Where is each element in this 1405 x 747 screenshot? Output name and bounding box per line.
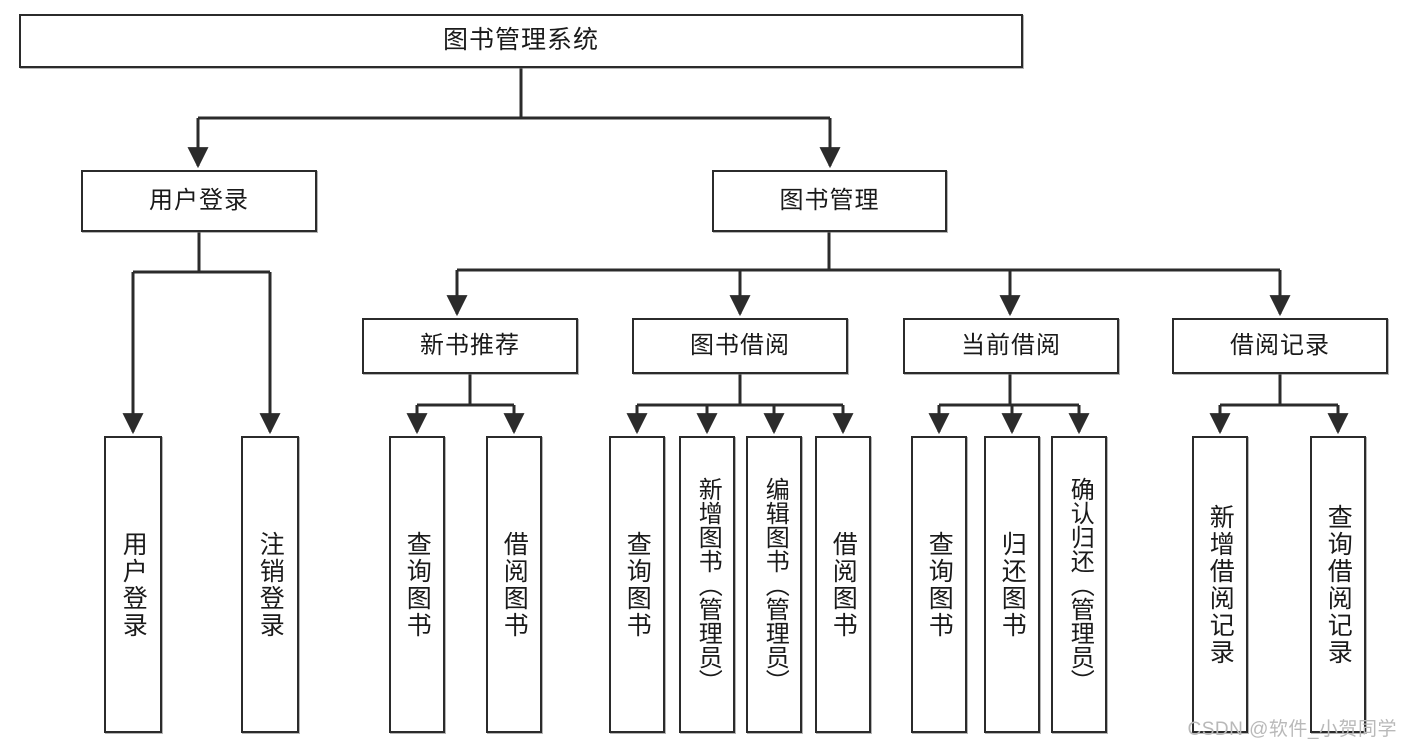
node-leaf-9-label: 查询图书 (925, 530, 954, 639)
node-level2-2[interactable]: 图书管理 (712, 170, 947, 232)
node-level3-3-label: 当前借阅 (961, 331, 1061, 359)
node-leaf-2[interactable]: 注销登录 (241, 436, 299, 733)
node-level2-2-label: 图书管理 (779, 186, 880, 214)
node-leaf-11-label: 确认归还（管理员） (1066, 476, 1094, 693)
node-leaf-10[interactable]: 归还图书 (984, 436, 1040, 733)
node-leaf-8[interactable]: 借阅图书 (815, 436, 871, 733)
node-level3-1-label: 新书推荐 (420, 331, 520, 359)
node-leaf-3[interactable]: 查询图书 (389, 436, 445, 733)
node-leaf-1-label: 用户登录 (119, 530, 148, 639)
node-level3-3[interactable]: 当前借阅 (903, 318, 1119, 374)
node-leaf-5-label: 查询图书 (623, 530, 652, 639)
node-leaf-11[interactable]: 确认归还（管理员） (1051, 436, 1107, 733)
node-leaf-1[interactable]: 用户登录 (104, 436, 162, 733)
node-level3-4[interactable]: 借阅记录 (1172, 318, 1388, 374)
node-leaf-5[interactable]: 查询图书 (609, 436, 665, 733)
node-leaf-8-label: 借阅图书 (829, 530, 858, 639)
node-level2-1[interactable]: 用户登录 (81, 170, 317, 232)
node-level3-2[interactable]: 图书借阅 (632, 318, 848, 374)
node-leaf-10-label: 归还图书 (998, 530, 1027, 639)
node-leaf-6-label: 新增图书（管理员） (694, 476, 722, 693)
node-root[interactable]: 图书管理系统 (19, 14, 1023, 68)
node-leaf-13[interactable]: 查询借阅记录 (1310, 436, 1366, 733)
node-leaf-4[interactable]: 借阅图书 (486, 436, 542, 733)
node-leaf-3-label: 查询图书 (403, 530, 432, 639)
node-root-label: 图书管理系统 (442, 26, 599, 55)
node-leaf-7-label: 编辑图书（管理员） (761, 476, 789, 693)
node-level3-4-label: 借阅记录 (1230, 331, 1330, 359)
node-level2-1-label: 用户登录 (149, 186, 249, 214)
node-leaf-4-label: 借阅图书 (500, 530, 529, 639)
node-leaf-7[interactable]: 编辑图书（管理员） (746, 436, 802, 733)
watermark: CSDN @软件_小贺同学 (1187, 719, 1397, 740)
node-leaf-12-label: 新增借阅记录 (1206, 503, 1235, 666)
node-leaf-12[interactable]: 新增借阅记录 (1192, 436, 1248, 733)
node-level3-1[interactable]: 新书推荐 (362, 318, 578, 374)
node-leaf-2-label: 注销登录 (256, 530, 285, 639)
node-leaf-9[interactable]: 查询图书 (911, 436, 967, 733)
node-leaf-6[interactable]: 新增图书（管理员） (679, 436, 735, 733)
node-leaf-13-label: 查询借阅记录 (1324, 503, 1353, 666)
node-level3-2-label: 图书借阅 (690, 331, 790, 359)
